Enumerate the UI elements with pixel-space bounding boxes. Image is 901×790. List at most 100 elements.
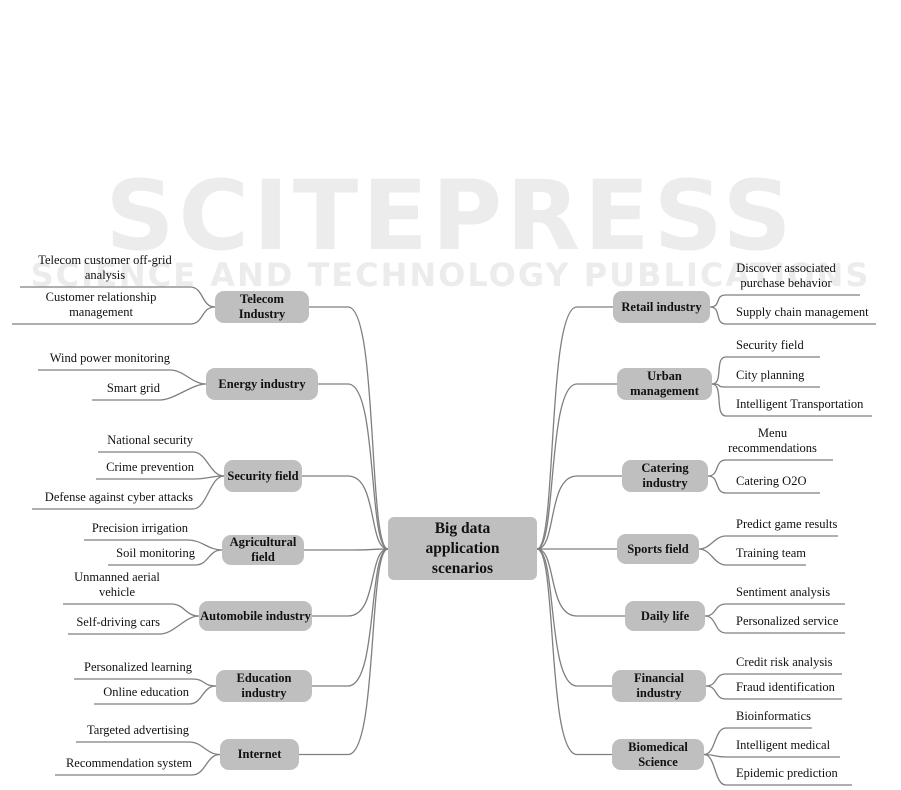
branch-telecom-industry-text: Telecom (240, 292, 284, 306)
leaf-soil-monitoring: Soil monitoring (108, 546, 195, 561)
leaf-precision-irrigation-connector (84, 539, 223, 551)
central-topic-text: application (425, 539, 500, 557)
branch-automobile-industry-connector (312, 548, 389, 617)
branch-catering-industry-text: industry (642, 476, 688, 490)
branch-biomedical-science-text: Biomedical (628, 739, 688, 754)
leaf-self-driving-cars: Self-driving cars (68, 615, 160, 630)
leaf-city-planning: City planning (712, 368, 820, 383)
leaf-national-security: National security (98, 433, 193, 448)
branch-education-industry-text: industry (241, 686, 287, 700)
branch-telecom-industry-connector (309, 306, 389, 550)
branch-agricultural-field-connector (304, 548, 389, 551)
leaf-national-security-text: National security (107, 433, 193, 447)
leaf-intelligent-transportation: Intelligent Transportation (712, 397, 872, 412)
branch-financial-industry-text: Financial (633, 671, 684, 685)
leaf-unmanned-aerial-vehicle-text: Unmanned aerial (74, 570, 160, 584)
leaf-bioinformatics: Bioinformatics (712, 709, 812, 724)
leaf-precision-irrigation: Precision irrigation (84, 521, 188, 536)
leaf-credit-risk-analysis: Credit risk analysis (712, 655, 842, 670)
branch-energy-industry-text: Energy industry (218, 376, 306, 391)
branch-education-industry-connector (312, 548, 389, 687)
leaf-discover-associated-purchase-behavior-text: Discover associated (736, 261, 836, 275)
branch-daily-life-text: Daily life (640, 608, 690, 623)
branch-sports-field-text: Sports field (627, 541, 689, 556)
branch-telecom-industry-text: Industry (238, 307, 286, 321)
leaf-epidemic-prediction-connector (703, 753, 852, 786)
leaf-catering-o2o-text: Catering O2O (736, 474, 807, 488)
leaf-sentiment-analysis: Sentiment analysis (712, 585, 845, 600)
leaf-targeted-advertising: Targeted advertising (76, 723, 189, 738)
leaf-credit-risk-analysis-connector (705, 673, 842, 687)
leaf-online-education: Online education (94, 685, 189, 700)
leaf-unmanned-aerial-vehicle-connector (63, 603, 200, 617)
leaf-precision-irrigation-text: Precision irrigation (91, 521, 188, 535)
branch-energy-industry-connector (318, 383, 389, 550)
branch-internet-connector (299, 548, 389, 756)
leaf-discover-associated-purchase-behavior-connector (709, 294, 860, 308)
branch-energy-industry: Energy industry (206, 368, 318, 400)
leaf-national-security-connector (98, 451, 225, 477)
branch-financial-industry-text: industry (636, 686, 682, 700)
leaf-personalized-service-connector (704, 615, 845, 634)
leaf-self-driving-cars-connector (68, 615, 200, 635)
leaf-discover-associated-purchase-behavior-text: purchase behavior (740, 276, 832, 290)
leaf-unmanned-aerial-vehicle-text: vehicle (98, 585, 136, 599)
leaf-wind-power-monitoring-text: Wind power monitoring (49, 351, 170, 365)
watermark-sub-text: SCIENCE AND TECHNOLOGY PUBLICATIONS (30, 256, 871, 294)
branch-retail-industry-text: Retail industry (621, 299, 702, 314)
leaf-customer-relationship-management-connector (12, 306, 216, 325)
leaf-menu-recommendations-text: recommendations (728, 441, 817, 455)
leaf-personalized-learning-text: Personalized learning (84, 660, 192, 674)
leaf-customer-relationship-management-text: management (69, 305, 133, 319)
leaf-soil-monitoring-text: Soil monitoring (116, 546, 195, 560)
leaf-crime-prevention-text: Crime prevention (106, 460, 194, 474)
branch-security-field-connector (302, 475, 389, 550)
leaf-epidemic-prediction: Epidemic prediction (712, 766, 852, 781)
leaf-recommendation-system: Recommendation system (55, 756, 192, 771)
leaf-online-education-text: Online education (103, 685, 189, 699)
leaf-sentiment-analysis-text: Sentiment analysis (736, 585, 831, 599)
leaf-fraud-identification-connector (705, 685, 842, 700)
leaf-recommendation-system-connector (55, 753, 221, 776)
leaf-bioinformatics-text: Bioinformatics (736, 709, 811, 723)
leaf-defense-against-cyber-attacks: Defense against cyber attacks (32, 490, 193, 505)
branch-agricultural-field-text: field (251, 550, 275, 564)
leaf-telecom-customer-off-grid-analysis-text: Telecom customer off-grid (38, 253, 172, 267)
branch-retail-industry: Retail industry (613, 291, 710, 323)
leaf-smart-grid-text: Smart grid (106, 381, 160, 395)
branch-agricultural-field-text: Agricultural (229, 535, 297, 549)
leaf-intelligent-medical: Intelligent medical (712, 738, 840, 753)
leaf-supply-chain-management: Supply chain management (712, 305, 876, 320)
leaf-self-driving-cars-text: Self-driving cars (76, 615, 160, 629)
branch-sports-field: Sports field (617, 534, 699, 564)
central-topic-text: scenarios (431, 559, 494, 577)
leaf-customer-relationship-management-text: Customer relationship (45, 290, 157, 304)
leaf-predict-game-results-connector (698, 535, 838, 550)
leaf-personalized-service: Personalized service (712, 614, 845, 629)
branch-biomedical-science-text: Science (638, 754, 678, 769)
leaf-training-team-text: Training team (736, 546, 807, 560)
branch-daily-life: Daily life (625, 601, 705, 631)
leaf-security-field-text: Security field (736, 338, 804, 352)
branch-financial-industry-connector (536, 548, 612, 687)
leaf-predict-game-results-text: Predict game results (736, 517, 838, 531)
branch-urban-management-text: Urban (647, 369, 682, 383)
leaf-sentiment-analysis-connector (704, 603, 845, 617)
leaf-personalized-service-text: Personalized service (736, 614, 839, 628)
leaf-training-team: Training team (712, 546, 806, 561)
leaf-catering-o2o: Catering O2O (712, 474, 820, 489)
branch-biomedical-science-connector (536, 548, 612, 756)
leaf-telecom-customer-off-grid-analysis-text: analysis (84, 268, 126, 282)
branch-automobile-industry: Automobile industry (199, 601, 312, 631)
leaf-crime-prevention-connector (96, 475, 225, 480)
leaf-credit-risk-analysis-text: Credit risk analysis (736, 655, 833, 669)
